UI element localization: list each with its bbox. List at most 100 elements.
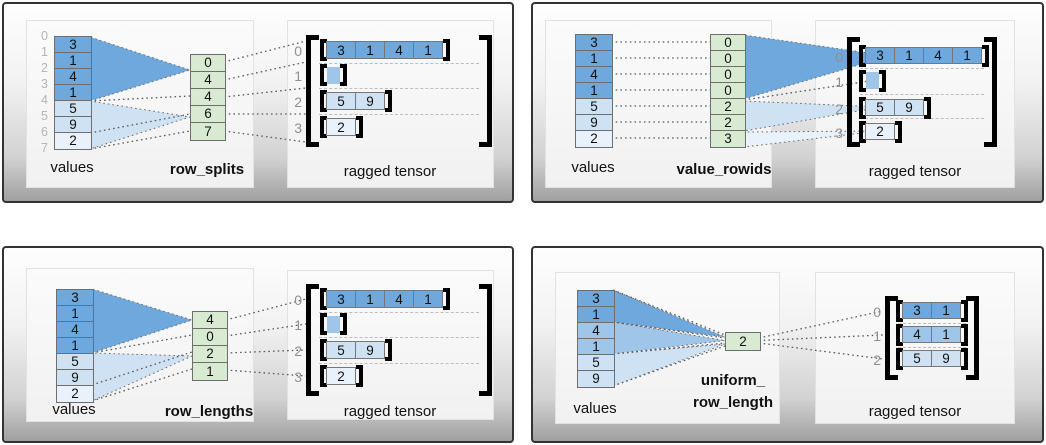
value-cell: 4 [57,322,93,338]
empty-row-cell [327,66,340,84]
fan-triangle [91,352,193,402]
value-index-label: 5 [41,109,48,123]
method-cell: 0 [193,329,227,346]
value-cell: 9 [576,115,612,131]
tensor-close-bracket [966,296,979,380]
tensor-row-index: 1 [873,328,881,344]
row-close-bracket [443,288,450,310]
value-cell: 3 [576,35,612,51]
tensor-cell: 1 [931,302,961,319]
tensor-cell: 5 [326,341,356,359]
tensor-cell: 5 [865,99,895,116]
method-cell: 4 [193,312,227,329]
value-cell: 5 [578,355,614,371]
tensor-box [815,272,1015,424]
row-separator-dashed [898,346,966,348]
row-separator-dashed [319,311,479,313]
value-cell: 1 [576,51,612,67]
dotted-connector-line [91,368,193,402]
method-cell: 0 [711,83,745,99]
tensor-cell: 9 [355,341,385,359]
tensor-cell: 1 [894,47,924,64]
tensor-label: ragged tensor [868,163,962,180]
row-close-bracket [961,299,968,322]
method-label: row_splits [170,159,244,181]
tensor-cell: 4 [384,41,414,59]
row-open-bracket [320,90,327,112]
tensor-row [859,69,886,92]
row-open-bracket [859,120,866,143]
tensor-label: ragged tensor [343,403,437,420]
row-close-bracket [961,323,968,346]
row-open-bracket [320,365,327,387]
row-close-bracket [924,96,931,119]
value-cell: 5 [55,101,91,117]
row-open-bracket [896,299,903,322]
row-open-bracket [320,288,327,310]
row-separator-dashed [319,363,479,364]
row-separator-dashed [860,118,984,119]
tensor-cell: 3 [902,302,932,319]
tensor-cell: 1 [952,47,982,64]
tensor-row: 2 [320,365,363,387]
value-cell: 9 [57,370,93,386]
tensor-row: 2 [320,116,363,138]
row-close-bracket [340,313,347,335]
tensor-row-index: 2 [835,101,843,117]
tensor-row [320,64,347,86]
tensor-cell: 5 [902,350,932,367]
tensor-cell: 5 [326,92,356,110]
tensor-close-bracket [479,284,492,396]
dotted-connector-line [89,113,191,134]
tensor-row-index: 3 [835,125,843,141]
method-cell: 1 [193,363,227,380]
tensor-cell: 1 [413,41,443,59]
row-close-bracket [356,365,363,387]
fan-triangle [612,343,726,387]
value-cell: 2 [57,386,93,402]
method-cell: 0 [191,55,225,72]
value-cell: 3 [578,291,614,307]
tensor-row-index: 0 [873,304,881,320]
row-open-bracket [896,347,903,370]
tensor-row-index: 2 [294,94,302,110]
tensor-cell: 2 [865,123,895,140]
method-label-line: value_rowids [676,161,772,178]
value-cell: 1 [578,339,614,355]
tensor-cell: 4 [384,290,414,308]
value-index-label: 7 [41,141,48,155]
tensor-cell: 1 [355,41,385,59]
method-label-line: uniform_ [700,372,766,389]
row-separator-dashed [898,322,966,324]
method-cell: 4 [191,89,225,106]
row-open-bracket [320,116,327,138]
row-separator-dashed [860,94,984,95]
method-column: 2 [725,332,761,351]
row-separator-dashed [860,68,984,69]
tensor-row: 2 [859,120,902,143]
method-label: uniform_row_length [693,370,773,414]
method-cell: 2 [193,346,227,363]
tensor-cell: 1 [355,290,385,308]
row-open-bracket [320,64,327,86]
row-open-bracket [896,323,903,346]
dotted-connector-line [225,349,307,354]
tensor-cell: 9 [355,92,385,110]
method-cell: 0 [711,35,745,51]
tensor-cell: 4 [902,326,932,343]
tensor-cell: 1 [413,290,443,308]
value-cell: 3 [55,37,91,53]
empty-row-cell [327,315,340,333]
dotted-connector-line [225,369,307,377]
method-cell: 7 [191,123,225,140]
